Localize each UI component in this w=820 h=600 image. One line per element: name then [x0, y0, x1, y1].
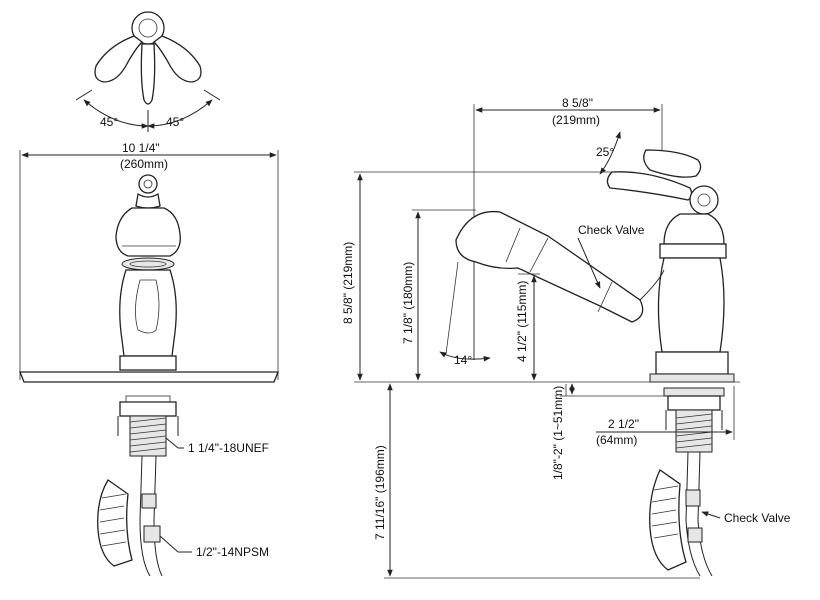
- top-view-arc-right: [147, 99, 213, 129]
- side-below-deck-label: 7 11/16" (196mm): [373, 445, 387, 540]
- side-reach-in-label: 8 5/8": [562, 96, 593, 110]
- top-view-angle-line-right: [203, 89, 221, 101]
- side-body-ring: [659, 243, 727, 259]
- front-deck-plate: [19, 371, 279, 383]
- front-width-in-label: 10 1/4": [122, 141, 160, 155]
- side-spout-height-label: 7 1/8" (180mm): [401, 262, 415, 344]
- side-supply-hose-right: [697, 451, 713, 577]
- side-shank-mm-label: (64mm): [596, 433, 637, 447]
- front-hose-fitting-upper: [141, 493, 157, 509]
- side-mounting-washer: [663, 387, 725, 397]
- front-handle-knob: [138, 174, 158, 194]
- top-view-angle-right-label: 45°: [166, 115, 184, 129]
- side-deck-thickness-label: 1/8"-2" (1~51mm): [551, 386, 565, 480]
- top-view-lever-left: [94, 35, 143, 83]
- side-spout-neck: [639, 269, 665, 301]
- front-view: 10 1/4" (260mm) 1 1/4"-18UNEF: [19, 141, 279, 577]
- front-mounting-nut: [119, 401, 177, 417]
- side-pullout-spout: [455, 210, 644, 323]
- side-spout-angle-label: 14°: [454, 353, 472, 367]
- side-handle-angle-arc: [599, 131, 621, 175]
- front-faucet-body: [119, 269, 177, 357]
- side-spout-angle-line: [445, 261, 459, 355]
- front-shank-threads: [129, 417, 167, 453]
- side-check-valve-top-label: Check Valve: [578, 223, 645, 237]
- side-mounting-nut: [667, 395, 721, 411]
- side-spout-band-3: [597, 281, 613, 313]
- top-view-arc-left: [83, 99, 149, 129]
- front-spray-face-ring: [129, 260, 167, 268]
- front-hose-fitting-lower: [143, 525, 161, 543]
- side-handle-lever-raised: [643, 149, 702, 178]
- side-check-valve-top-leader: [577, 237, 601, 289]
- side-handle-knob: [689, 185, 719, 215]
- front-mounting-washer: [125, 395, 171, 403]
- front-spout-head: [115, 207, 181, 257]
- top-view-lever-right: [153, 35, 202, 83]
- side-check-valve-bottom-leader: [701, 511, 721, 519]
- side-shank-in-label: 2 1/2": [608, 417, 639, 431]
- front-hose-leader: [159, 535, 179, 553]
- front-base-collar: [119, 355, 177, 371]
- front-thread-label: 1 1/4"-18UNEF: [188, 441, 269, 455]
- front-thread-leader: [165, 437, 179, 449]
- side-body-cap: [663, 213, 725, 245]
- front-supply-hose-left: [139, 455, 151, 577]
- side-handle-lever: [606, 171, 693, 201]
- side-supply-hose-left: [685, 451, 701, 577]
- front-hose-label: 1/2"-14NPSM: [196, 545, 269, 559]
- top-view-angle-line-left: [75, 89, 93, 101]
- side-hose-fitting-lower: [687, 527, 703, 543]
- side-spout-band-1: [505, 227, 521, 263]
- side-check-valve-bottom-label: Check Valve: [724, 511, 791, 525]
- top-view-angle-left-label: 45°: [100, 115, 118, 129]
- side-faucet-body: [657, 257, 725, 353]
- side-overall-height-label: 8 5/8" (219mm): [341, 242, 355, 324]
- side-pullout-hose-weight: [649, 469, 687, 571]
- front-weight-coils: [99, 493, 127, 547]
- front-handle-knob-inner: [143, 179, 153, 189]
- top-view-lever-center: [140, 43, 156, 105]
- front-pullout-hose-weight: [97, 479, 133, 567]
- front-width-mm-label: (260mm): [120, 157, 168, 171]
- side-handle-angle-label: 25°: [596, 145, 614, 159]
- side-spout-clearance-label: 4 1/2" (115mm): [515, 281, 529, 362]
- side-shank-threads: [675, 413, 713, 449]
- top-view-handle-cap: [138, 18, 158, 38]
- side-weight-coils: [651, 485, 679, 539]
- side-spout-band-2: [529, 237, 549, 273]
- side-base-plate: [649, 373, 735, 383]
- side-base-collar: [655, 351, 729, 375]
- front-handle-neck: [135, 192, 161, 209]
- top-view: 45° 45°: [75, 11, 221, 132]
- front-body-highlight: [135, 279, 160, 334]
- front-supply-hose-right: [153, 455, 163, 577]
- side-spout-angle-arc: [439, 351, 491, 362]
- side-view: 8 5/8" (219mm) 25° Check Valve 8 5/8": [341, 96, 791, 579]
- side-check-valve-fitting: [685, 489, 701, 507]
- side-reach-mm-label: (219mm): [552, 113, 600, 127]
